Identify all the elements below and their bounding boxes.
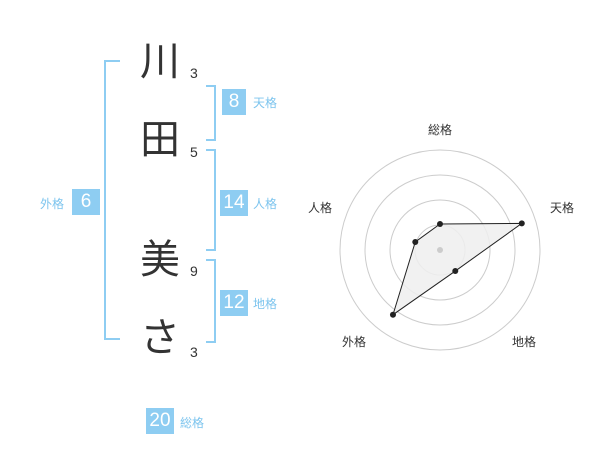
soukaku-value: 20 — [146, 408, 174, 434]
soukaku-label: 総格 — [180, 416, 205, 430]
gaikaku-label: 外格 — [40, 197, 65, 211]
name-char-1: 川 — [140, 39, 180, 85]
jinkaku-label: 人格 — [253, 197, 278, 211]
radar-label-gaikaku: 外格 — [342, 334, 366, 349]
radar-label-tenkaku: 天格 — [550, 200, 574, 215]
gaikaku-value: 6 — [72, 189, 100, 215]
radar-ring — [364, 174, 516, 326]
radar-point — [389, 311, 396, 318]
jinkaku-bracket — [206, 149, 216, 251]
chikaku-label: 地格 — [253, 297, 278, 311]
radar-point — [518, 220, 525, 227]
radar-label-jinkaku: 人格 — [308, 200, 332, 215]
radar-center-dot — [437, 247, 443, 253]
stroke-count-3: 9 — [190, 263, 198, 279]
name-char-4: さ — [140, 315, 180, 361]
radar-point — [437, 221, 443, 227]
chikaku-bracket — [206, 259, 216, 343]
radar-point — [452, 268, 459, 275]
radar-ring — [389, 199, 491, 301]
tenkaku-value: 8 — [222, 89, 246, 115]
gaikaku-bracket — [104, 60, 120, 340]
tenkaku-bracket — [206, 85, 216, 141]
jinkaku-value: 14 — [220, 190, 248, 216]
name-char-2: 田 — [140, 117, 180, 163]
radar-chart: 総格 天格 地格 外格 人格 — [308, 122, 574, 351]
tenkaku-label: 天格 — [253, 96, 278, 110]
radar-point — [412, 238, 419, 245]
radar-label-soukaku: 総格 — [428, 122, 452, 137]
name-char-3: 美 — [140, 237, 180, 283]
radar-ring — [339, 149, 541, 351]
stroke-count-1: 3 — [190, 65, 198, 81]
radar-label-chikaku: 地格 — [512, 334, 536, 349]
chikaku-value: 12 — [220, 290, 248, 316]
stroke-count-2: 5 — [190, 144, 198, 160]
stroke-count-4: 3 — [190, 344, 198, 360]
